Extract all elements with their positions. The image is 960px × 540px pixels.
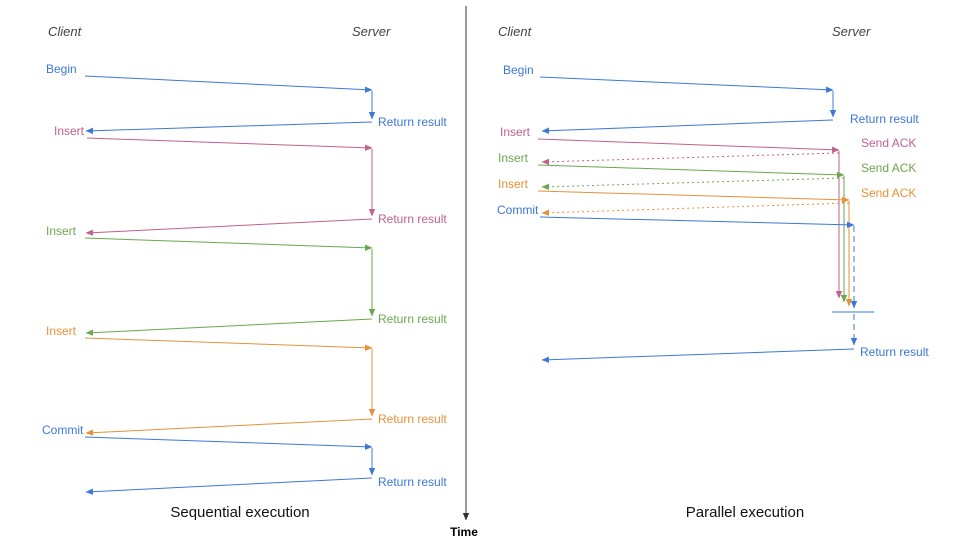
par-commit-label: Commit <box>497 203 539 217</box>
sequential-caption: Sequential execution <box>170 504 309 521</box>
seq-insert3-request-arrow <box>84 337 373 351</box>
par-insert3-request-arrow <box>537 190 850 203</box>
par-client-column-label: Client <box>498 24 533 39</box>
seq-insert1-label: Insert <box>54 124 85 138</box>
par-server-column-label: Server <box>832 24 871 39</box>
par-commit-return-label: Return result <box>860 345 929 359</box>
par-insert1-label: Insert <box>500 125 531 139</box>
par-insert2-ack-arrow <box>541 177 845 190</box>
par-begin-return-label: Return result <box>850 112 919 126</box>
seq-insert3-return-label: Return result <box>378 412 447 426</box>
par-insert1-ack-label: Send ACK <box>861 136 916 150</box>
sequential-panel: Client Server Begin Return result Insert… <box>42 24 447 521</box>
par-insert2-label: Insert <box>498 151 529 165</box>
seq-insert2-label: Insert <box>46 224 77 238</box>
par-commit-request-arrow <box>539 216 855 229</box>
seq-insert3-label: Insert <box>46 324 77 338</box>
seq-commit-request-arrow <box>84 436 373 450</box>
seq-insert1-return-arrow <box>85 218 373 236</box>
par-begin-return-arrow <box>541 119 834 134</box>
par-begin-label: Begin <box>503 63 534 77</box>
par-insert1-ack-arrow <box>541 152 840 165</box>
seq-begin-return-arrow <box>85 121 373 134</box>
parallel-caption: Parallel execution <box>686 504 804 521</box>
par-insert2-request-arrow <box>537 164 845 178</box>
parallel-panel: Client Server Begin Return result Insert… <box>497 24 929 521</box>
par-insert2-ack-label: Send ACK <box>861 161 916 175</box>
seq-insert2-return-arrow <box>85 318 373 336</box>
par-insert1-request-arrow <box>537 138 840 153</box>
par-insert3-label: Insert <box>498 177 529 191</box>
seq-commit-return-label: Return result <box>378 475 447 489</box>
seq-begin-request-arrow <box>84 75 373 93</box>
seq-insert2-request-arrow <box>84 237 373 251</box>
par-insert3-ack-label: Send ACK <box>861 186 916 200</box>
seq-begin-label: Begin <box>46 62 77 76</box>
seq-insert1-return-label: Return result <box>378 212 447 226</box>
time-axis-label: Time <box>450 525 478 539</box>
par-commit-return-arrow <box>541 348 855 363</box>
seq-commit-return-arrow <box>85 477 373 495</box>
par-insert3-ack-arrow <box>541 202 850 216</box>
seq-insert3-return-arrow <box>85 418 373 436</box>
par-begin-request-arrow <box>539 76 834 93</box>
seq-insert1-request-arrow <box>86 137 373 151</box>
seq-client-column-label: Client <box>48 24 83 39</box>
seq-begin-return-label: Return result <box>378 115 447 129</box>
seq-server-column-label: Server <box>352 24 391 39</box>
seq-commit-label: Commit <box>42 423 84 437</box>
time-axis: Time <box>450 6 478 539</box>
seq-insert2-return-label: Return result <box>378 312 447 326</box>
